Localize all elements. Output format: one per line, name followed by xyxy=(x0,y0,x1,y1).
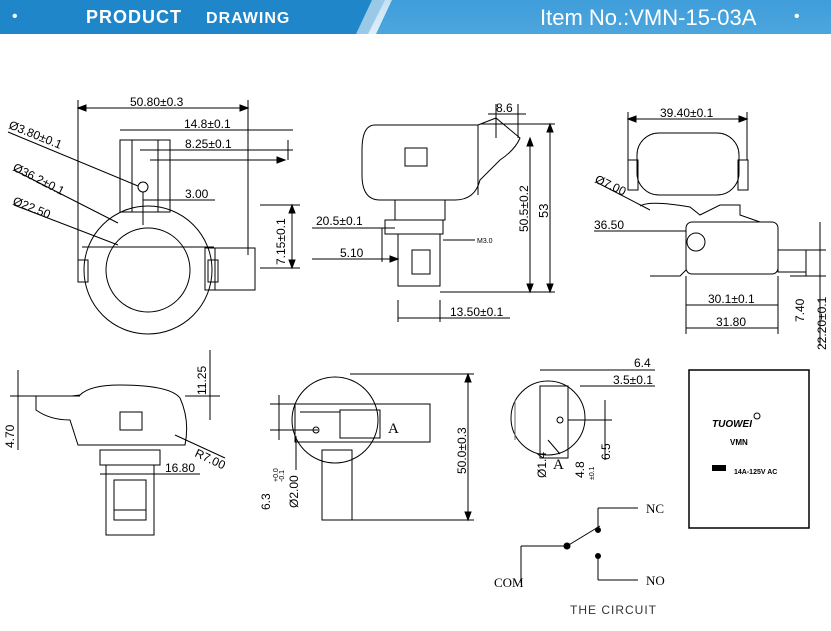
dim-16-80: 16.80 xyxy=(165,461,195,475)
product-title: PRODUCT DRAWING xyxy=(86,7,290,28)
drawing-word: DRAWING xyxy=(206,10,291,27)
dim-3-00: 3.00 xyxy=(185,187,209,201)
dim-d36-2: Ø36.2±0.1 xyxy=(11,160,68,198)
dim-50-0: 50.0±0.3 xyxy=(455,427,469,474)
dim-14-8: 14.8±0.1 xyxy=(184,117,231,131)
dim-thread: M3.0 xyxy=(477,238,493,245)
circuit-com: COM xyxy=(494,575,524,590)
circuit-nc: NC xyxy=(646,501,664,516)
dim-d7-00: Ø7.00 xyxy=(593,172,629,199)
dim-39-40: 39.40±0.1 xyxy=(660,106,714,120)
dim-20-5: 20.5±0.1 xyxy=(316,214,363,228)
cert-mark-icon xyxy=(712,465,726,471)
item-number: Item No.:VMN-15-03A xyxy=(540,5,757,30)
banner-background xyxy=(0,0,831,34)
plate-model: VMN xyxy=(730,438,748,447)
dim-7-15: 7.15±0.1 xyxy=(274,218,288,265)
dim-front-width: 50.80±0.3 xyxy=(130,95,184,109)
plate-rating: 14A-125V AC xyxy=(734,469,777,476)
mark-a-detail: A xyxy=(553,457,564,473)
dim-6-3-tol-minus: -0.1 xyxy=(279,470,286,482)
mark-a-middle: A xyxy=(388,421,399,437)
dim-22-20: 22.20±0.1 xyxy=(815,296,829,350)
circuit-caption: THE CIRCUIT xyxy=(570,603,657,617)
dim-6-4: 6.4 xyxy=(634,356,651,370)
side-view: 8.6 M3.0 20.5±0.1 5.10 50.5±0.2 53 13.50… xyxy=(312,101,555,322)
header-banner: • PRODUCT DRAWING Item No.:VMN-15-03A • xyxy=(0,0,831,34)
dim-13-50: 13.50±0.1 xyxy=(450,305,504,319)
dim-11-25: 11.25 xyxy=(195,366,209,395)
dim-3-5: 3.5±0.1 xyxy=(613,373,653,387)
front-view: 50.80±0.3 14.8±0.1 8.25±0.1 3.00 Ø3.80±0… xyxy=(7,95,300,335)
dim-r7-00: R7.00 xyxy=(193,446,228,472)
bullet-right: • xyxy=(794,8,800,25)
bottom-left-view: 4.70 11.25 R7.00 16.80 xyxy=(3,350,228,536)
dim-30-1: 30.1±0.1 xyxy=(708,292,755,306)
dim-50-5: 50.5±0.2 xyxy=(517,185,531,232)
circuit-no: NO xyxy=(646,573,665,588)
dim-d22-50: Ø22.50 xyxy=(11,194,53,222)
dim-53: 53 xyxy=(536,204,551,218)
technical-drawing: 50.80±0.3 14.8±0.1 8.25±0.1 3.00 Ø3.80±0… xyxy=(3,95,829,617)
circuit-diagram: NC COM NO THE CIRCUIT xyxy=(494,501,665,617)
dim-6-3: 6.3 xyxy=(259,493,273,510)
dim-4-8: 4.8 xyxy=(573,461,587,478)
dim-6-3-tol-plus: +0.0 xyxy=(273,468,280,482)
bullet-left: • xyxy=(12,8,18,25)
dim-31-80: 31.80 xyxy=(716,315,746,329)
detail-view: 6.4 3.5±0.1 6.5 4.8 ±0.1 Ø1.4 A xyxy=(510,356,655,480)
dim-5-10: 5.10 xyxy=(340,246,364,260)
bottom-middle-view: A 6.3 +0.0 -0.1 Ø2.00 50.0±0.3 xyxy=(259,372,474,522)
dim-4-70: 4.70 xyxy=(3,424,17,448)
dim-36-50: 36.50 xyxy=(594,218,624,232)
dim-6-5: 6.5 xyxy=(599,443,613,460)
dim-8-25: 8.25±0.1 xyxy=(185,137,232,151)
plate-brand: TUOWEI xyxy=(712,419,752,430)
dim-d1-4: Ø1.4 xyxy=(535,452,549,478)
dim-8-6: 8.6 xyxy=(496,101,513,115)
dim-7-40: 7.40 xyxy=(793,298,807,322)
dim-d2-00: Ø2.00 xyxy=(287,475,301,508)
dim-4-8-tol: ±0.1 xyxy=(589,466,596,480)
product-word: PRODUCT xyxy=(86,7,182,27)
top-right-view: 39.40±0.1 Ø7.00 36.50 30.1±0.1 31.80 7.4… xyxy=(593,106,829,350)
label-plate: TUOWEI VMN 14A-125V AC xyxy=(688,369,810,529)
